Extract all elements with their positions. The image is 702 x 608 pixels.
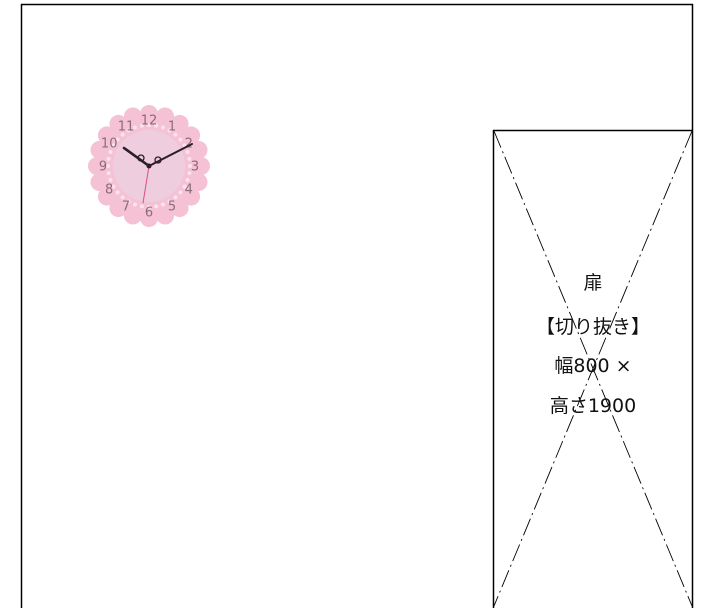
clock-lace-dot: [182, 184, 187, 189]
clock-lace-dot: [187, 171, 192, 176]
clock-hour-hand: [122, 146, 151, 168]
clock-numeral: 10: [101, 137, 118, 152]
clock-numeral: 1: [168, 120, 176, 135]
clock-lace-dot: [108, 178, 113, 182]
clock-numeral: 6: [145, 206, 153, 221]
clock-lace-dot: [139, 123, 144, 128]
clock-lace-dot: [126, 128, 131, 133]
clock-numeral: 8: [105, 183, 113, 198]
clock-lace-dot: [173, 132, 178, 137]
clock-lace-pattern: [106, 123, 192, 209]
clock-lace-dot: [106, 171, 111, 176]
clock-ornament: [137, 154, 145, 162]
clock-center-cap: [146, 163, 152, 169]
clock-lace-dot: [178, 190, 183, 195]
clock-numeral: 5: [168, 199, 176, 214]
clock-lace-dot: [147, 123, 151, 127]
clock-lace-dot: [106, 164, 110, 168]
clock-lace-dot: [161, 125, 165, 130]
door-label-cutout: 【切り抜き】: [535, 316, 650, 338]
clock-numeral: 3: [191, 160, 199, 175]
clock-lace-dot: [185, 150, 190, 154]
clock-lace-dot: [167, 199, 172, 204]
clock-lace-dot: [178, 137, 183, 142]
clock-lace-dot: [120, 195, 125, 200]
clock-numeral: 7: [122, 199, 130, 214]
door-label-height: 高さ1900: [549, 395, 637, 417]
door-diagonal-2: [493, 130, 693, 607]
clock-second-hand: [142, 165, 150, 204]
clock-lace-dot: [115, 190, 120, 195]
clock-lace-dot: [188, 164, 192, 168]
clock-lace-dot: [111, 143, 116, 148]
clock-numeral: 11: [118, 120, 135, 135]
clock-lace-dot: [108, 150, 113, 154]
door-label-width: 幅800 ×: [554, 355, 632, 377]
clock-lace-dot: [115, 137, 120, 142]
clock-numeral: 9: [99, 160, 107, 175]
door-label-title: 扉: [583, 272, 603, 294]
clock-lace-dot: [154, 123, 159, 128]
clock-lace-dot: [161, 202, 165, 207]
clock-lace-dot: [133, 202, 137, 207]
clock-lace-dot: [167, 128, 172, 133]
clock-lace-dot: [120, 132, 125, 137]
clock-lace-dot: [147, 205, 151, 209]
clock-lace-dot: [126, 199, 131, 204]
clock-numeral: 12: [141, 114, 158, 129]
door-cutout: [492, 129, 694, 608]
clock-lace-dot: [139, 204, 144, 209]
clock-lace-dot: [111, 184, 116, 189]
clock-lace-dot: [173, 195, 178, 200]
clock-lace-dot: [185, 178, 190, 182]
clock-lace-dot: [133, 125, 137, 130]
clock-lace-dot: [187, 156, 192, 161]
clock-numeral: 2: [185, 137, 193, 152]
clock-ornament: [154, 156, 162, 164]
clock-lace-dot: [106, 156, 111, 161]
clock-lace-dot: [154, 204, 159, 209]
clock-numeral: 4: [185, 183, 193, 198]
